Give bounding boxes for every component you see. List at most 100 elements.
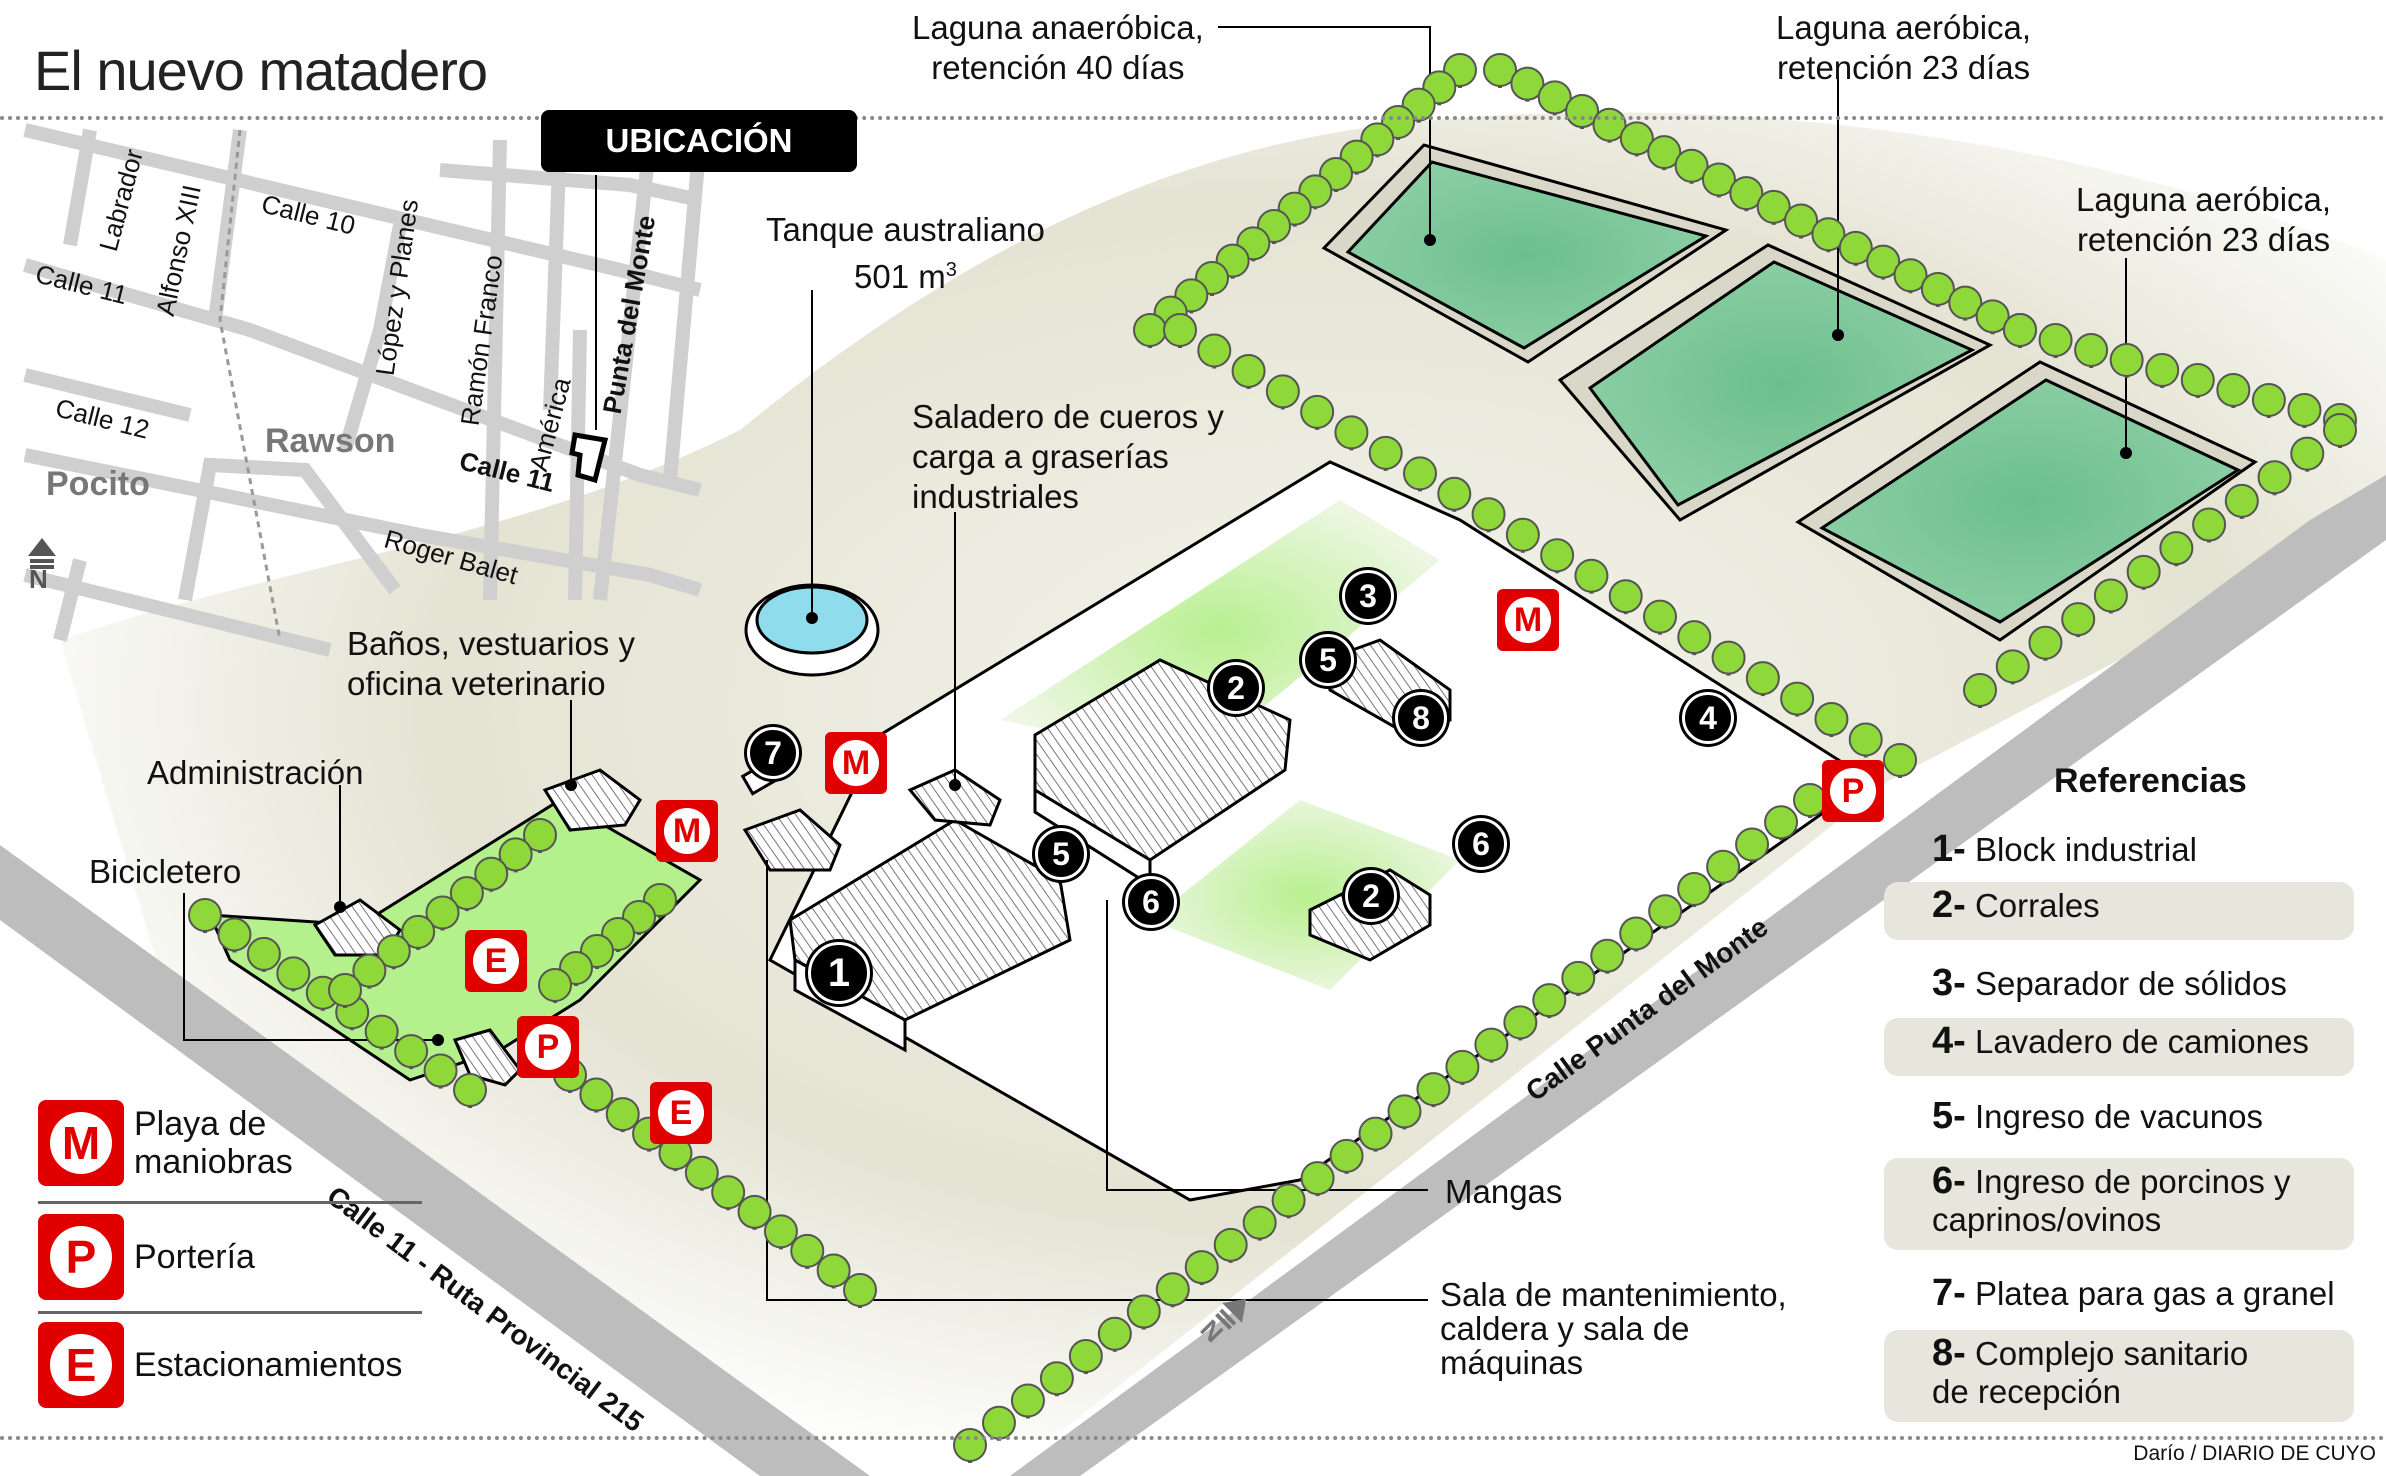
saladero-building (907, 768, 1002, 827)
tree-icon (1126, 1294, 1161, 1330)
tree-icon (1039, 1361, 1074, 1397)
tree-icon (1010, 1383, 1045, 1419)
marker-number-2: 2 (1210, 662, 1262, 714)
tree-icon (1574, 558, 1609, 594)
tree-icon (2126, 554, 2161, 590)
tree-icon (449, 876, 484, 912)
tree-icon (538, 968, 572, 1003)
tree-icon (1848, 722, 1883, 758)
tree-icon (684, 1155, 719, 1191)
tree-icon (1532, 983, 1567, 1019)
marker-number-1: 1 (808, 942, 870, 1004)
tree-icon (737, 1194, 772, 1230)
reference-item: 2- Corrales (1884, 882, 2354, 940)
tree-icon (1329, 1138, 1364, 1174)
tree-icon (1213, 1227, 1248, 1263)
tree-icon (1505, 517, 1540, 553)
tree-rows (188, 53, 2357, 1463)
marker-number-8: 8 (1395, 692, 1447, 744)
tree-icon (2287, 393, 2322, 428)
tree-icon (2257, 460, 2292, 496)
label-laguna-aerobica-2: Laguna aeróbica, retención 23 días (2076, 181, 2332, 258)
tree-icon (2159, 531, 2194, 567)
town-label-pocito: Pocito (46, 465, 150, 503)
marker-playa-maniobras: M (825, 732, 887, 794)
tree-icon (1540, 538, 1575, 574)
tree-icon (1619, 916, 1654, 952)
tree-icon (1701, 162, 1736, 198)
tree-icon (763, 1214, 798, 1250)
footer-divider (0, 1436, 2386, 1440)
tree-icon (523, 818, 557, 853)
tree-icon (2216, 373, 2251, 408)
lagoons (1321, 143, 2258, 642)
tree-icon (1838, 230, 1873, 266)
tree-icon (1893, 258, 1928, 294)
tree-icon (1677, 871, 1712, 907)
tree-icon (790, 1233, 825, 1269)
tree-icon (1155, 1272, 1190, 1308)
reference-item: 1- Block industrial (1932, 828, 2197, 870)
legend-badge-p: P (38, 1214, 124, 1300)
tree-icon (1619, 121, 1654, 157)
tree-icon (1510, 66, 1545, 102)
tree-icon (276, 956, 311, 992)
tree-icon (1242, 1205, 1277, 1241)
tree-icon (1948, 285, 1983, 321)
tree-icon (1648, 894, 1683, 930)
marker-number-5: 5 (1035, 828, 1087, 880)
tree-icon (1995, 649, 2030, 685)
legend-item-porteria: P Portería (38, 1214, 255, 1300)
tree-icon (1300, 1161, 1335, 1197)
tree-icon (2180, 363, 2215, 398)
tree-icon (711, 1175, 746, 1211)
tree-icon (843, 1273, 877, 1308)
tree-icon (217, 917, 252, 953)
tree-icon (1445, 1049, 1480, 1085)
tree-icon (1920, 271, 1955, 307)
marker-number-6: 6 (1455, 818, 1507, 870)
road-punta-del-monte (1010, 475, 2386, 1476)
label-tanque-australiano: Tanque australiano 501 m3 (766, 211, 1045, 295)
marker-number-3: 3 (1342, 570, 1394, 622)
tree-icon (401, 914, 436, 950)
marker-number-2: 2 (1345, 870, 1397, 922)
svg-text:N: N (29, 564, 48, 594)
sala-building (742, 808, 842, 872)
tree-icon (352, 953, 387, 989)
label-saladero: Saladero de cueros y carga a graserías i… (912, 398, 1224, 515)
tree-icon (1963, 673, 1997, 708)
legend-badge-e: E (38, 1322, 124, 1408)
tree-icon (1503, 1005, 1538, 1041)
tree-icon (1416, 1072, 1451, 1108)
tree-icon (605, 1097, 640, 1133)
town-label-rawson: Rawson (265, 422, 396, 460)
tree-icon (2290, 436, 2325, 472)
label-banos: Baños, vestuarios y oficina veterinario (347, 625, 635, 702)
label-administracion: Administración (147, 754, 364, 791)
header-divider (0, 116, 2386, 120)
label-laguna-aerobica-1: Laguna aeróbica, retención 23 días (1776, 9, 2032, 86)
tree-icon (1590, 938, 1625, 974)
tree-icon (1163, 313, 1197, 348)
tree-icon (1735, 827, 1770, 863)
tree-icon (1975, 299, 2010, 335)
tree-icon (376, 934, 411, 970)
tree-icon (2074, 333, 2109, 368)
tree-icon (1265, 374, 1300, 410)
tree-icon (453, 1073, 487, 1108)
tree-icon (1537, 80, 1572, 116)
reference-item: 4- Lavadero de camiones (1884, 1018, 2354, 1076)
tree-icon (1883, 743, 1917, 778)
tree-icon (188, 898, 222, 933)
marker-porteria: P (517, 1016, 579, 1078)
tree-icon (498, 837, 533, 873)
tree-icon (1811, 217, 1846, 253)
marker-number-5: 5 (1302, 634, 1354, 686)
tree-icon (953, 1428, 987, 1463)
road-ruta-215 (0, 845, 870, 1476)
tree-icon (1711, 640, 1746, 676)
